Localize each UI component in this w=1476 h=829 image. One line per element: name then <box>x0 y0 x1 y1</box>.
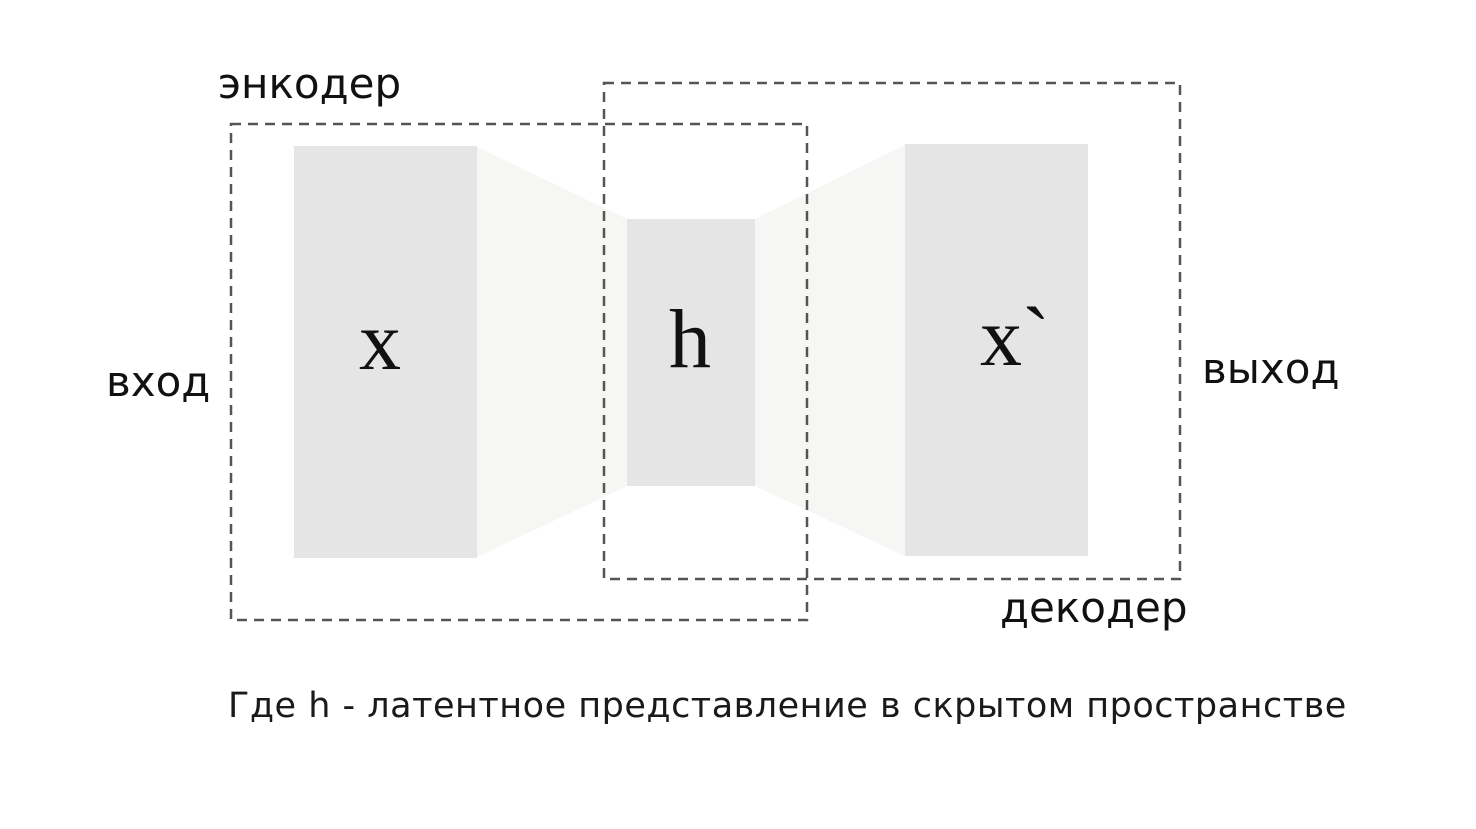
diagram-caption: Где h - латентное представление в скрыто… <box>228 686 1347 726</box>
decoder-box <box>602 81 1182 581</box>
encoder-box <box>229 122 809 622</box>
output-label: выход <box>1202 344 1340 393</box>
decoder-label: декодер <box>1000 583 1187 632</box>
input-variable: x <box>359 295 401 388</box>
output-block <box>905 144 1088 556</box>
input-block <box>294 146 477 558</box>
input-label: вход <box>106 357 210 406</box>
encoder-funnel <box>477 147 627 557</box>
output-variable: x` <box>980 291 1050 384</box>
latent-block <box>627 219 755 486</box>
encoder-label: энкодер <box>218 59 401 108</box>
latent-variable: h <box>669 293 711 386</box>
decoder-funnel <box>755 145 905 556</box>
